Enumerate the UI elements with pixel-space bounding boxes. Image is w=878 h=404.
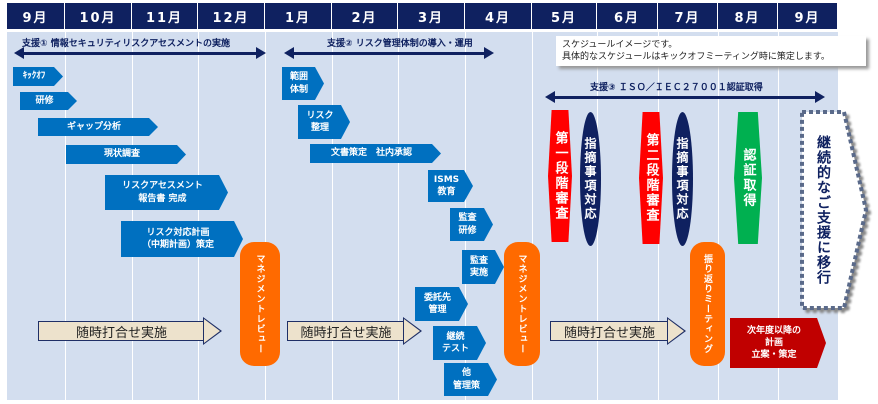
month-divider bbox=[532, 32, 533, 400]
findings-response-2: 指摘事項対応 bbox=[672, 112, 693, 246]
support1-task: リスクアセスメント 報告書 完成 bbox=[105, 175, 228, 210]
support2-label: 支援② リスク管理体制の導入・運用 bbox=[327, 39, 473, 49]
meetings-label: 随時打合せ実施 bbox=[287, 321, 404, 341]
support2-task: リスク 整理 bbox=[298, 105, 350, 139]
support2-task: 文書策定 社内承認 bbox=[310, 144, 441, 163]
continuation-box: 継続的なご支援に移行 bbox=[800, 110, 868, 310]
next-year-planning: 次年度以降の 計画 立案・策定 bbox=[730, 318, 826, 368]
month-header: 6月 bbox=[597, 3, 658, 29]
month-divider bbox=[132, 32, 133, 400]
month-divider bbox=[398, 32, 399, 400]
meetings-arrow-3: 随時打合せ実施 bbox=[550, 317, 686, 345]
month-header: 2月 bbox=[332, 3, 398, 29]
note-line2: 具体的なスケジュールはキックオフミーティング時に策定します。 bbox=[562, 52, 830, 63]
support1-task: ｷｯｸｵﾌ bbox=[13, 67, 63, 86]
stage2-audit: 第二段階審査 bbox=[639, 112, 663, 244]
support1-label: 支援① 情報セキュリティリスクアセスメントの実施 bbox=[22, 39, 231, 49]
support1-task: 研修 bbox=[20, 92, 77, 110]
stage1-audit: 第一段階審査 bbox=[548, 110, 572, 242]
month-divider bbox=[332, 32, 333, 400]
month-divider bbox=[65, 32, 66, 400]
support2-task: 範囲 体制 bbox=[282, 67, 324, 100]
month-divider bbox=[265, 32, 266, 400]
management-review-2: マネジメントレビュー bbox=[504, 242, 540, 366]
month-header: 12月 bbox=[198, 3, 265, 29]
support1-task: ギャップ分析 bbox=[38, 118, 158, 136]
month-header: 10月 bbox=[65, 3, 132, 29]
month-divider bbox=[778, 32, 779, 400]
support2-arrow bbox=[284, 47, 494, 59]
support2-task: 委託先 管理 bbox=[415, 287, 468, 321]
month-header: 7月 bbox=[658, 3, 718, 29]
month-divider bbox=[198, 32, 199, 400]
retrospective-meeting: 振り返りミーティング bbox=[690, 242, 725, 366]
support2-task: 監査 実施 bbox=[462, 250, 504, 284]
meetings-arrow-2: 随時打合せ実施 bbox=[287, 317, 422, 345]
note-line1: スケジュールイメージです。 bbox=[562, 40, 678, 50]
support1-arrow bbox=[14, 47, 266, 59]
month-header: 11月 bbox=[132, 3, 198, 29]
month-divider bbox=[718, 32, 719, 400]
meetings-label: 随時打合せ実施 bbox=[38, 321, 204, 341]
support1-task: リスク対応計画 （中期計画）策定 bbox=[121, 221, 243, 257]
support2-task: ISMS 教育 bbox=[428, 170, 473, 202]
support2-task: 継続 テスト bbox=[433, 326, 486, 360]
month-header: 4月 bbox=[465, 3, 532, 29]
support3-label: 支援③ ＩＳＯ／ＩＥＣ２７００１認証取得 bbox=[590, 83, 763, 93]
support2-task: 監査 研修 bbox=[450, 208, 493, 241]
meetings-arrow-1: 随時打合せ実施 bbox=[38, 317, 222, 345]
support2-task: 他 管理策 bbox=[444, 363, 497, 396]
meetings-label: 随時打合せ実施 bbox=[550, 321, 668, 341]
support3-arrow bbox=[545, 91, 825, 103]
continuation-label: 継続的なご支援に移行 bbox=[815, 135, 831, 285]
month-header: 3月 bbox=[398, 3, 465, 29]
certification: 認証取得 bbox=[734, 112, 762, 244]
month-header: 8月 bbox=[718, 3, 778, 29]
month-header: 9月 bbox=[7, 3, 65, 29]
month-header: 5月 bbox=[532, 3, 597, 29]
management-review-1: マネジメントレビュー bbox=[240, 242, 280, 366]
month-header: 9月 bbox=[778, 3, 838, 29]
findings-response-1: 指摘事項対応 bbox=[580, 112, 601, 246]
support1-task: 現状調査 bbox=[66, 145, 186, 164]
note-box: スケジュールイメージです。 具体的なスケジュールはキックオフミーティング時に策定… bbox=[556, 36, 866, 66]
month-header: 1月 bbox=[265, 3, 332, 29]
